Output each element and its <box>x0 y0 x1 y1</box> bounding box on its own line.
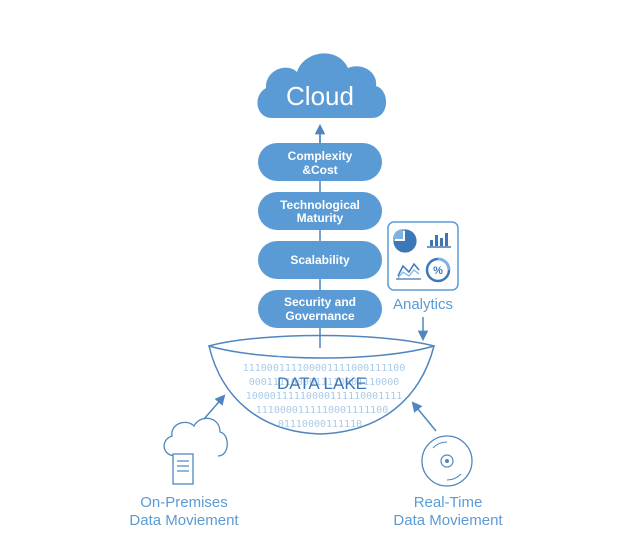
pill-line-1: Scalability <box>290 253 350 267</box>
pill-line-2: &Cost <box>302 163 337 177</box>
real-time-label-line-2: Data Moviement <box>393 512 503 529</box>
pill-line-1: Technological <box>280 198 360 212</box>
data-lake: 10000111100011 1110001111000011110001111… <box>207 334 436 435</box>
percent-gauge-icon: % <box>425 257 451 283</box>
on-premises-to-lake-arrow <box>203 394 226 420</box>
analytics-label: Analytics <box>393 296 453 313</box>
disc-icon <box>421 435 473 487</box>
bar-chart-icon <box>427 233 451 248</box>
pill-line-2: Maturity <box>297 211 344 225</box>
cloud-label: Cloud <box>286 81 354 111</box>
real-time-label-line-1: Real-Time <box>414 494 483 511</box>
svg-text:%: % <box>433 265 443 277</box>
real-time-to-lake-arrow <box>411 401 437 432</box>
pie-chart-icon <box>393 229 417 253</box>
binary-row: 01110000111110 <box>278 419 362 430</box>
binary-row: 1110000111110001111100 <box>256 405 388 416</box>
cloud-shape: Cloud <box>257 53 387 118</box>
stack-pill-security: Security and Governance <box>258 290 382 328</box>
pill-line-1: Complexity <box>288 149 353 163</box>
binary-row: 111000111100001111000111100 <box>243 363 406 374</box>
data-lake-label: DATA LAKE <box>277 374 367 393</box>
binary-row: 10000111100011 <box>276 349 360 360</box>
on-premises-label-line-1: On-Premises <box>140 494 228 511</box>
binary-row: 10000111110000111110001111 <box>246 391 403 402</box>
on-premises-label-line-2: Data Moviement <box>129 512 239 529</box>
stack-pill-maturity: Technological Maturity <box>258 192 382 230</box>
pill-line-1: Security and <box>284 295 356 309</box>
stack-pill-scalability: Scalability <box>258 241 382 279</box>
stack-pill-complexity: Complexity &Cost <box>258 143 382 181</box>
cloud-server-icon <box>163 417 228 485</box>
pill-line-2: Governance <box>285 309 355 323</box>
binary-row: 0001111000011110001110000 <box>249 377 400 388</box>
analytics-box: % <box>387 221 459 291</box>
line-chart-icon <box>396 262 421 280</box>
